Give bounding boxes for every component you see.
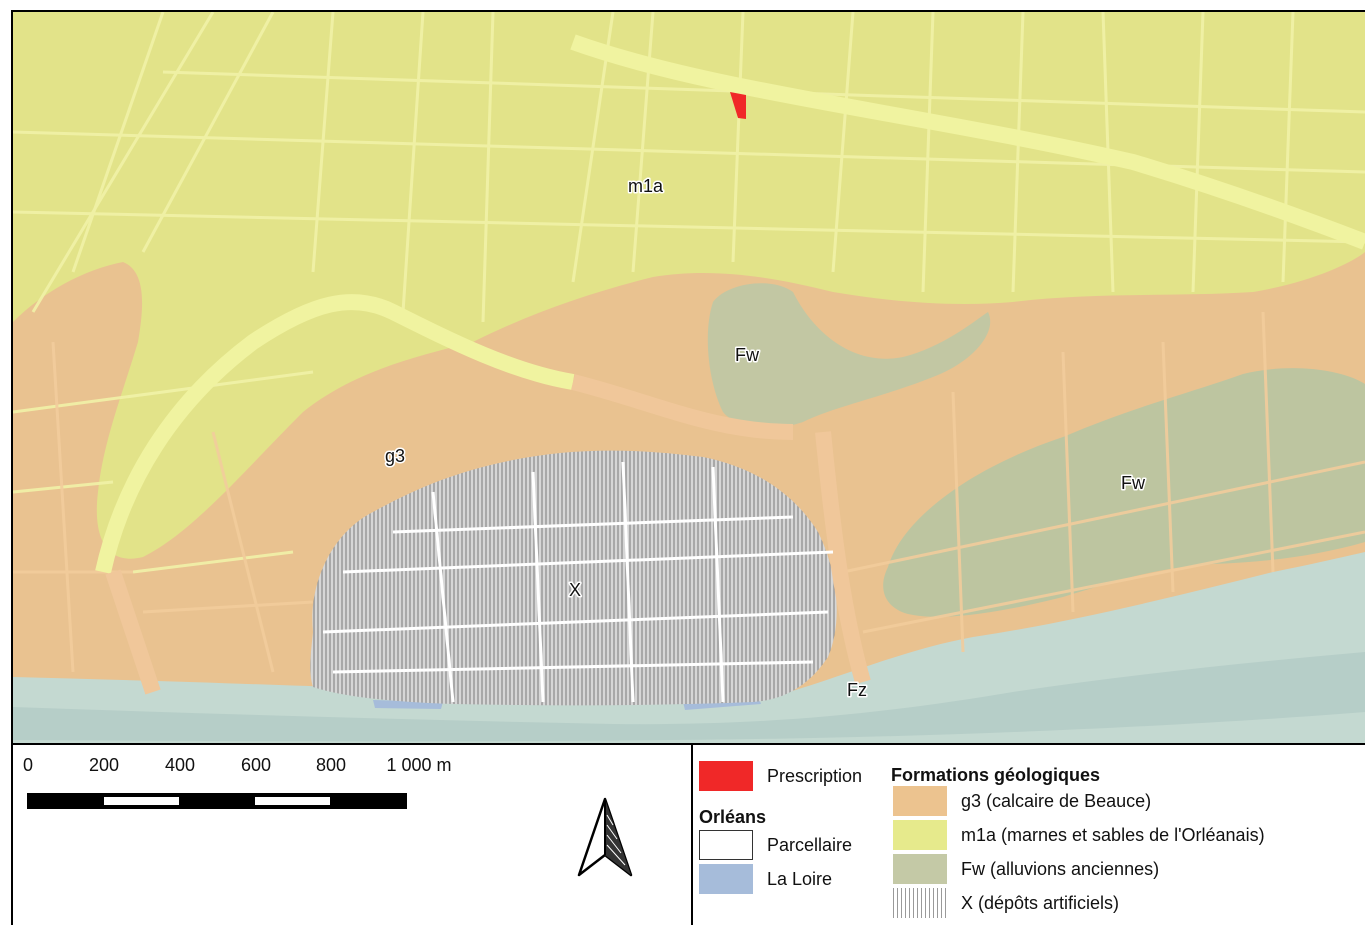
legend-swatch-m1a bbox=[893, 820, 947, 850]
main-boulevards-south bbox=[105, 374, 871, 695]
legend-swatch-parcellaire bbox=[699, 830, 753, 860]
legend-swatch-g3 bbox=[893, 786, 947, 816]
scale-tick-600: 600 bbox=[240, 755, 272, 775]
zone-x bbox=[310, 450, 837, 706]
map-label-fw-north: Fw bbox=[735, 345, 760, 365]
legend-panel: Prescription Orléans Parcellaire La Loir… bbox=[693, 745, 1365, 925]
map-frame: m1a Fw Fw g3 X Fz 0 200 400 600 800 1 00… bbox=[11, 10, 1365, 925]
legend-swatch-x bbox=[893, 888, 947, 918]
map-label-x: X bbox=[569, 580, 581, 600]
prescription-parcel[interactable] bbox=[730, 92, 746, 119]
main-boulevards bbox=[95, 34, 1365, 574]
legend-label-prescription: Prescription bbox=[767, 766, 863, 786]
scale-tick-400: 400 bbox=[164, 755, 196, 775]
legend-label-m1a: m1a (marnes et sables de l'Orléanais) bbox=[961, 825, 1265, 845]
map-label-fw-east: Fw bbox=[1121, 473, 1146, 493]
scale-tick-0: 0 bbox=[22, 755, 34, 775]
map-canvas[interactable]: m1a Fw Fw g3 X Fz bbox=[13, 12, 1365, 745]
geological-map[interactable]: m1a Fw Fw g3 X Fz bbox=[13, 12, 1365, 745]
north-arrow-icon bbox=[577, 797, 633, 877]
map-divider bbox=[13, 743, 1365, 745]
scale-tick-1000: 1 000 m bbox=[386, 755, 452, 775]
legend-swatch-fw bbox=[893, 854, 947, 884]
x-zone-streets bbox=[322, 461, 834, 703]
map-label-m1a: m1a bbox=[628, 176, 664, 196]
map-label-g3: g3 bbox=[385, 446, 405, 466]
road-network-g3 bbox=[13, 311, 1365, 673]
scale-tick-200: 200 bbox=[88, 755, 120, 775]
legend-label-la-loire: La Loire bbox=[767, 869, 833, 889]
legend-label-x: X (dépôts artificiels) bbox=[961, 893, 1120, 913]
legend-label-g3: g3 (calcaire de Beauce) bbox=[961, 791, 1152, 811]
legend-label-parcellaire: Parcellaire bbox=[767, 835, 853, 855]
loire-river bbox=[13, 652, 1365, 742]
scale-tick-800: 800 bbox=[315, 755, 347, 775]
legend-title-formations: Formations géologiques bbox=[891, 765, 1101, 785]
scale-bar bbox=[27, 793, 407, 809]
road-network bbox=[13, 12, 1365, 574]
scale-panel: 0 200 400 600 800 1 000 m bbox=[13, 745, 691, 925]
legend-swatch-prescription bbox=[699, 761, 753, 791]
zone-fw-north bbox=[707, 283, 991, 428]
legend-divider bbox=[691, 743, 693, 925]
legend-label-fw: Fw (alluvions anciennes) bbox=[961, 859, 1160, 879]
legend-title-orleans: Orléans bbox=[699, 807, 767, 827]
legend-swatch-la-loire bbox=[699, 864, 753, 894]
map-label-fz: Fz bbox=[847, 680, 867, 700]
